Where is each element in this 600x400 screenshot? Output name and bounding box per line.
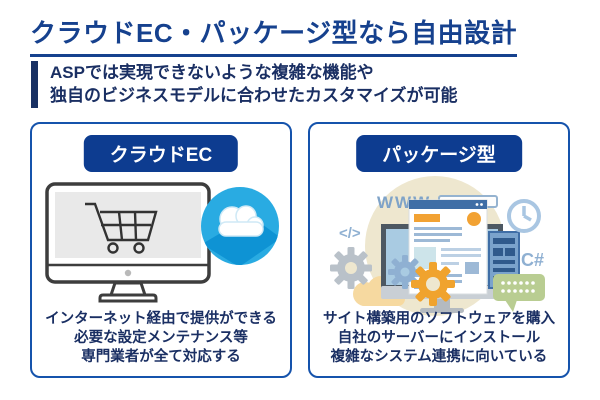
package-illustration: WWW </> (330, 176, 545, 316)
cloud-icon (201, 187, 279, 265)
monitor-icon (45, 182, 211, 303)
gear-icon (330, 247, 372, 289)
page-title: クラウドEC・パッケージ型なら自由設計 (30, 13, 518, 57)
cloud-ec-desc-line-2: 必要な設定メンテナンス等 (74, 329, 248, 346)
package-badge: パッケージ型 (356, 135, 522, 172)
package-description: サイト構築用のソフトウェアを購入 自社のサーバーにインストール 複雑なシステム連… (310, 310, 568, 367)
package-desc-line-2: 自社のサーバーにインストール (337, 329, 541, 346)
cloud-ec-card: クラウドEC (30, 122, 292, 378)
package-desc-line-3: 複雑なシステム連携に向いている (330, 348, 548, 365)
cloud-ec-desc-line-3: 専門業者が全て対応する (81, 348, 241, 365)
clock-icon (507, 199, 541, 233)
csharp-label: C# (521, 250, 544, 270)
speech-bubble-icon (493, 274, 545, 312)
cloud-ec-illustration (45, 182, 279, 303)
page-subtitle: ASPでは実現できないような複雑な機能や 独自のビジネスモデルに合わせたカスタマ… (31, 61, 458, 108)
subtitle-line-2: 独自のビジネスモデルに合わせたカスタマイズが可能 (50, 86, 458, 106)
cart-icon (85, 202, 158, 254)
package-desc-line-1: サイト構築用のソフトウェアを購入 (323, 310, 555, 327)
cloud-ec-badge: クラウドEC (83, 135, 239, 172)
cloud-ec-description: インターネット経由で提供ができる 必要な設定メンテナンス等 専門業者が全て対応す… (32, 310, 290, 367)
orange-gear-icon (411, 262, 455, 306)
cloud-ec-desc-line-1: インターネット経由で提供ができる (45, 310, 277, 327)
package-card: パッケージ型 WWW </> (308, 122, 570, 378)
subtitle-line-1: ASPでは実現できないような複雑な機能や (50, 63, 374, 82)
code-label: </> (339, 225, 361, 242)
